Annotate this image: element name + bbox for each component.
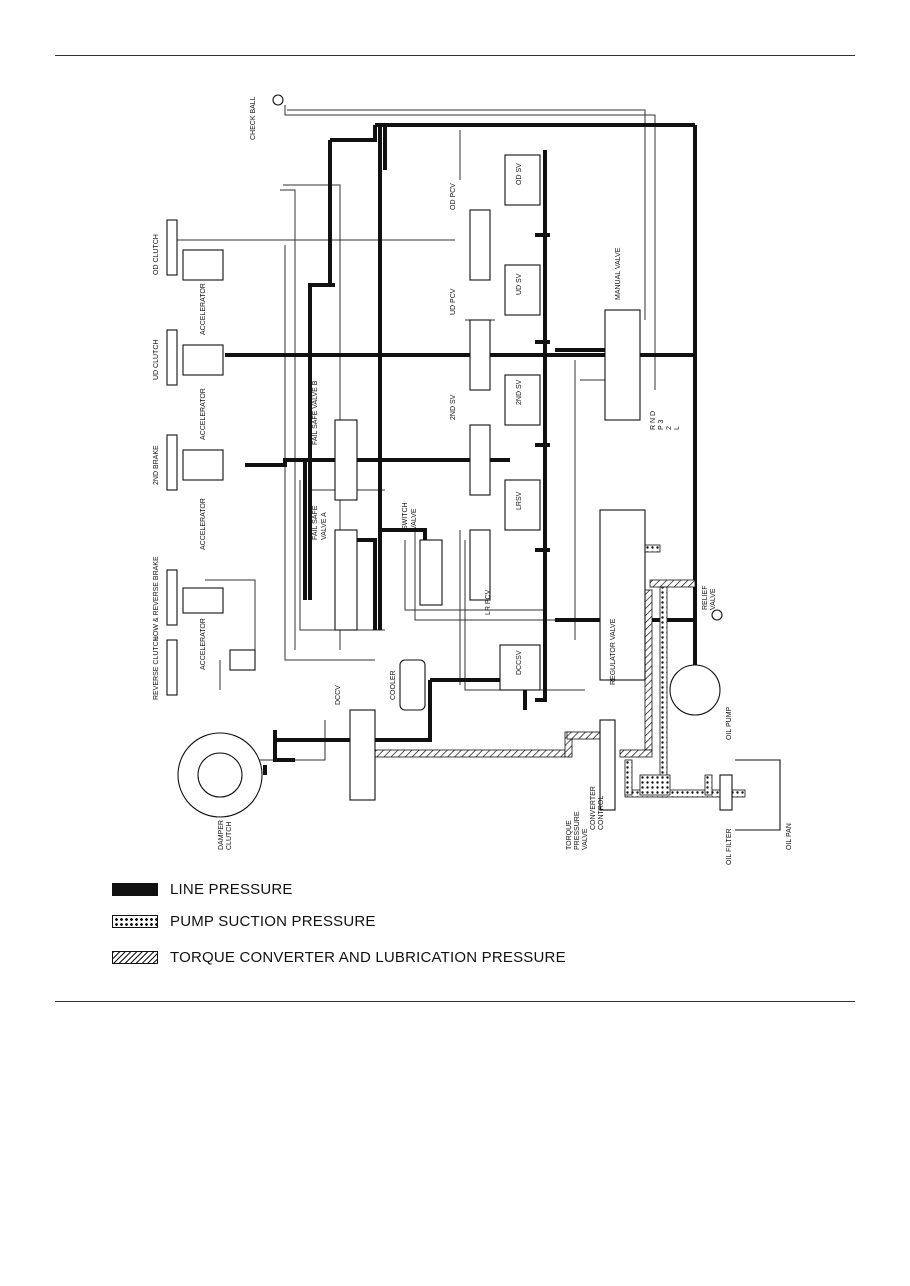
label-converter-2: CONTROL <box>598 796 605 830</box>
oil-pump <box>669 664 721 716</box>
second-sv <box>504 374 541 426</box>
check-ball <box>272 94 284 106</box>
second-pcv <box>469 424 491 496</box>
label-ud-sv: UD SV <box>516 273 523 295</box>
legend-label: LINE PRESSURE <box>170 880 293 898</box>
label-fail-safe-a2: VALVE A <box>321 512 328 540</box>
line-pressure-lines <box>225 123 697 775</box>
legend-line-pressure: LINE PRESSURE <box>112 880 293 898</box>
label-switch-1: SWITCH <box>402 502 409 530</box>
ud-clutch-piston <box>166 329 178 386</box>
legend-pump-suction: PUMP SUCTION PRESSURE <box>112 912 376 930</box>
label-od-clutch: OD CLUTCH <box>153 234 160 275</box>
label-reverse-clutch: REVERSE CLUTCH <box>153 636 160 700</box>
lr-pcv <box>469 529 491 601</box>
label-gear-l: L <box>674 426 681 430</box>
label-dccsv: DCCSV <box>516 650 523 675</box>
cooler <box>399 659 426 711</box>
relief-valve <box>711 609 723 621</box>
label-2nd-sv-a: 2ND SV <box>450 394 457 420</box>
label-od-pcv: OD PCV <box>450 183 457 210</box>
od-accumulator <box>182 249 224 281</box>
legend-swatch-torque <box>112 950 158 964</box>
label-manual-valve: MANUAL VALVE <box>615 247 622 300</box>
label-dccv: DCCV <box>335 685 342 705</box>
label-damper-2: CLUTCH <box>226 822 233 850</box>
label-ud-pcv: UD PCV <box>450 288 457 315</box>
fail-safe-valve-a <box>334 529 358 631</box>
label-oil-pan: OIL PAN <box>786 823 793 850</box>
ud-pcv <box>469 319 491 391</box>
label-torque-1: TORQUE <box>566 820 573 850</box>
top-rule <box>55 55 855 56</box>
label-2nd-sv-b: 2ND SV <box>516 379 523 405</box>
label-gear-2: 2 <box>666 426 673 430</box>
dccsv <box>499 644 541 691</box>
torque-converter-lines <box>354 579 696 758</box>
label-low-reverse-brake: LOW & REVERSE BRAKE <box>153 556 160 640</box>
torque-converter-inner <box>197 752 243 798</box>
second-brake-piston <box>166 434 178 491</box>
label-torque-2: PRESSURE <box>574 811 581 850</box>
dccv <box>349 709 376 801</box>
legend-label: PUMP SUCTION PRESSURE <box>170 912 376 930</box>
legend-torque-converter: TORQUE CONVERTER AND LUBRICATION PRESSUR… <box>112 948 566 966</box>
label-lrsv: LRSV <box>516 491 523 510</box>
label-accelerator-2nd: ACCELERATOR <box>200 498 207 550</box>
switch-valve <box>419 539 443 606</box>
label-check-ball: CHECK BALL <box>250 96 257 140</box>
reverse-clutch-piston <box>166 639 178 696</box>
label-fail-safe-b: FAIL SAFE VALVE B <box>312 380 319 445</box>
label-damper-1: DAMPER <box>218 820 225 850</box>
label-second-brake: 2ND BRAKE <box>153 445 160 485</box>
label-gear-rnd: R N D <box>650 411 657 430</box>
label-torque-3: VALVE <box>582 828 589 850</box>
converter-control-valve <box>599 719 616 811</box>
oil-filter <box>719 774 733 811</box>
label-converter-1: CONVERTER <box>590 786 597 830</box>
label-relief-2: VALVE <box>710 588 717 610</box>
lr-accumulator <box>182 587 224 614</box>
low-reverse-brake-piston <box>166 569 178 626</box>
od-clutch-piston <box>166 219 178 276</box>
label-accelerator-ud: ACCELERATOR <box>200 388 207 440</box>
ud-sv <box>504 264 541 316</box>
label-regulator-valve: REGULATOR VALVE <box>610 618 617 685</box>
ud-accumulator <box>182 344 224 376</box>
components <box>166 94 781 831</box>
label-accelerator-lr: ACCELERATOR <box>200 618 207 670</box>
diagram-labels: CHECK BALL OD CLUTCH UD CLUTCH 2ND BRAKE… <box>153 96 793 865</box>
label-cooler: COOLER <box>390 670 397 700</box>
lr-sv <box>504 479 541 531</box>
regulator-valve <box>599 509 646 681</box>
label-ud-clutch: UD CLUTCH <box>153 340 160 380</box>
label-relief-1: RELIEF <box>702 585 709 610</box>
label-fail-safe-a1: FAIL SAFE <box>312 505 319 540</box>
label-switch-2: VALVE <box>411 508 418 530</box>
label-od-sv: OD SV <box>516 163 523 185</box>
label-lr-pcv: LR PCV <box>485 589 492 615</box>
oil-pan <box>735 759 781 831</box>
bottom-rule <box>55 1001 855 1002</box>
legend-swatch-suction <box>112 914 158 928</box>
label-oil-pump: OIL PUMP <box>726 706 733 740</box>
reverse-accumulator <box>229 649 256 671</box>
label-oil-filter: OIL FILTER <box>726 828 733 865</box>
legend-swatch-line <box>112 882 158 896</box>
od-sv <box>504 154 541 206</box>
label-accelerator-od: ACCELERATOR <box>200 283 207 335</box>
fail-safe-valve-b <box>334 419 358 501</box>
od-pcv <box>469 209 491 281</box>
label-gear-p3: P 3 <box>658 420 665 430</box>
second-accumulator <box>182 449 224 481</box>
legend-label: TORQUE CONVERTER AND LUBRICATION PRESSUR… <box>170 948 566 966</box>
manual-valve <box>604 309 641 421</box>
hydraulic-circuit-diagram: CHECK BALL OD CLUTCH UD CLUTCH 2ND BRAKE… <box>153 94 793 865</box>
